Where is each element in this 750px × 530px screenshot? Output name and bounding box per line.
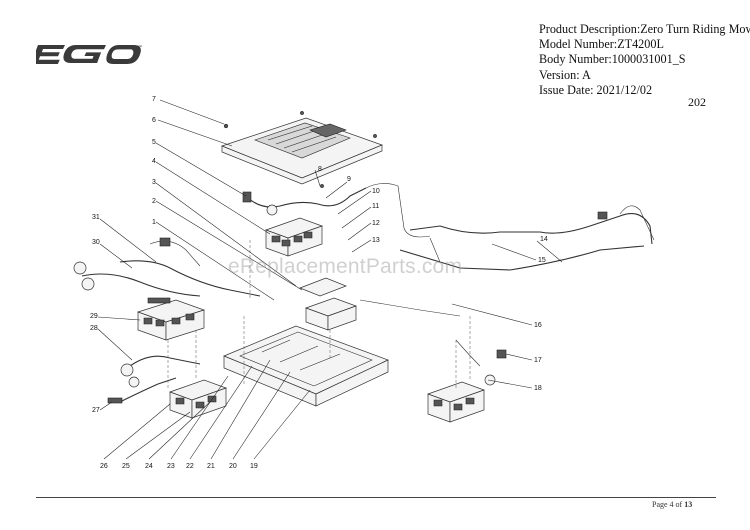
- callout-6: 6: [152, 117, 156, 124]
- callout-23: 23: [167, 463, 175, 470]
- callout-17: 17: [534, 357, 542, 364]
- callout-10: 10: [372, 188, 380, 195]
- callout-15: 15: [538, 257, 546, 264]
- left-controller-part: [136, 297, 206, 341]
- callout-25: 25: [122, 463, 130, 470]
- callout-3: 3: [152, 179, 156, 186]
- top-cover-part: [220, 117, 383, 185]
- callout-20: 20: [229, 463, 237, 470]
- trademark-mark: ™: [138, 44, 142, 49]
- product-description: Product Description:Zero Turn Riding Mow…: [539, 22, 750, 36]
- callout-labels: 7 6 5 4 3 2 1 8 9 10 11 12 13 14 15 16 1…: [90, 96, 548, 470]
- watermark: eReplacementParts.com: [228, 255, 463, 278]
- callout-28: 28: [90, 325, 98, 332]
- callout-29: 29: [90, 313, 98, 320]
- model-number: Model Number:ZT4200L: [539, 37, 664, 52]
- callout-16: 16: [534, 322, 542, 329]
- callout-9: 9: [347, 176, 351, 183]
- page-prefix: Page 4 of: [652, 500, 683, 509]
- ego-logo: ™: [36, 44, 142, 64]
- footer-divider: [36, 497, 716, 498]
- callout-7: 7: [152, 96, 156, 103]
- callout-1: 1: [152, 219, 156, 226]
- callout-2: 2: [152, 198, 156, 205]
- callout-11: 11: [372, 203, 379, 210]
- upper-controller-part: [264, 217, 324, 257]
- callout-22: 22: [186, 463, 194, 470]
- middle-controller-part: [299, 277, 358, 331]
- lower-controller-part: [168, 379, 228, 419]
- callout-21: 21: [207, 463, 215, 470]
- connector-parts: [73, 191, 608, 404]
- issue-date: Issue Date: 2021/12/02: [539, 82, 653, 97]
- callout-26: 26: [100, 463, 108, 470]
- callout-8: 8: [318, 166, 322, 173]
- version: Version: A: [539, 67, 591, 82]
- right-controller-part: [426, 381, 486, 423]
- callout-27: 27: [92, 407, 100, 414]
- callout-5: 5: [152, 139, 156, 146]
- assembly-guide-lines: [167, 240, 471, 390]
- body-number: Body Number:1000031001_S: [539, 52, 686, 67]
- page-total: 13: [684, 500, 693, 509]
- page-number: Page 4 of 13: [652, 500, 692, 509]
- callout-14: 14: [540, 236, 548, 243]
- callout-18: 18: [534, 385, 542, 392]
- callout-4: 4: [152, 158, 156, 165]
- callout-12: 12: [372, 220, 380, 227]
- leader-lines: [97, 99, 563, 460]
- bottom-housing-part: [223, 325, 389, 407]
- screw-parts: [223, 111, 377, 188]
- product-info-block: Product Description:Zero Turn Riding Mow…: [539, 22, 750, 98]
- callout-24: 24: [145, 463, 153, 470]
- callout-30: 30: [92, 239, 100, 246]
- callout-31: 31: [92, 214, 100, 221]
- callout-19: 19: [250, 463, 258, 470]
- wire-harness: [81, 183, 655, 403]
- callout-13: 13: [372, 237, 380, 244]
- diagram-code: 202: [688, 95, 706, 109]
